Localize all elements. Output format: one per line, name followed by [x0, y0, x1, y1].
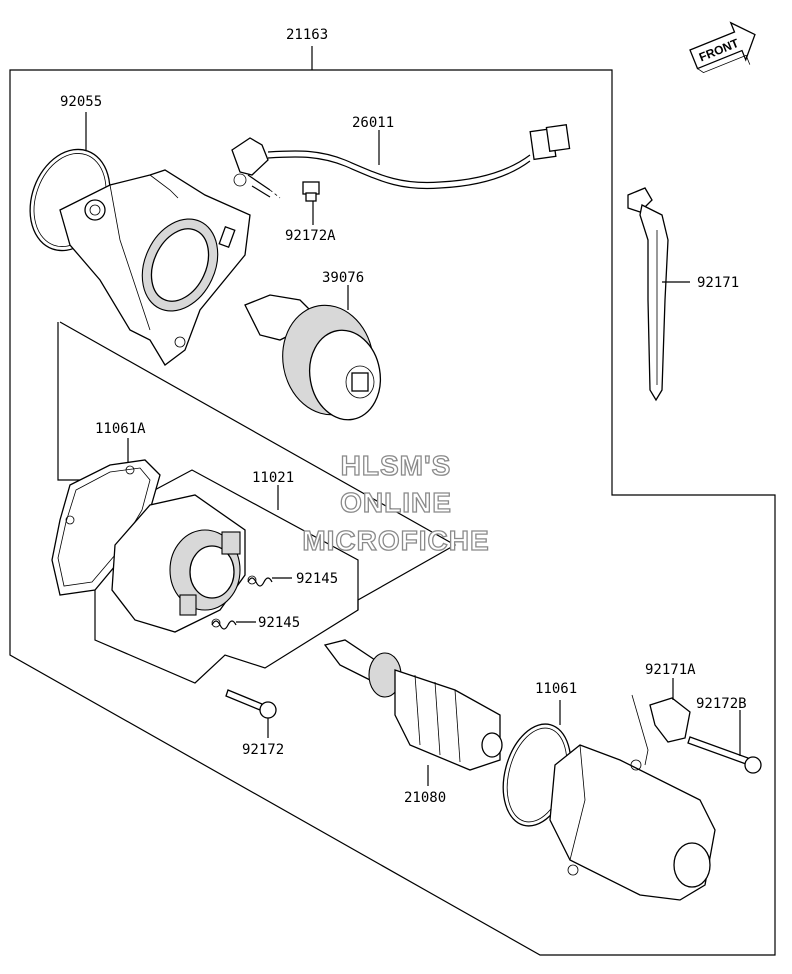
label-92172a: 92172A	[285, 228, 336, 244]
label-92172b: 92172B	[696, 696, 747, 712]
label-21080: 21080	[404, 790, 446, 806]
label-39076: 39076	[322, 270, 364, 286]
label-92145-2: 92145	[258, 615, 300, 631]
label-26011: 26011	[352, 115, 394, 131]
motor-yoke	[549, 744, 716, 901]
lead-26011	[231, 123, 571, 190]
watermark: HLSM'S ONLINE MICROFICHE	[302, 449, 490, 556]
watermark-line-2: ONLINE	[340, 487, 452, 518]
label-92145-1: 92145	[296, 571, 338, 587]
label-92055: 92055	[60, 94, 102, 110]
bolt-92172b	[687, 736, 762, 774]
bolt-92172a	[247, 174, 320, 202]
holder-11021	[111, 494, 246, 633]
label-21163: 21163	[286, 27, 328, 43]
bolt-92172	[225, 689, 277, 719]
clamp-92171	[627, 187, 669, 402]
clutch-39076	[244, 294, 381, 421]
clamp-92171a	[631, 694, 691, 766]
front-arrow: FRONT	[689, 21, 756, 74]
label-11061a: 11061A	[95, 421, 146, 437]
watermark-line-3: MICROFICHE	[302, 525, 489, 556]
spring-92145-1	[247, 575, 273, 587]
label-92171a: 92171A	[645, 662, 696, 678]
watermark-line-1: HLSM'S	[341, 450, 452, 481]
assembly-boundary	[9, 69, 776, 956]
label-11021: 11021	[252, 470, 294, 486]
armature-21080	[323, 639, 503, 771]
label-92172: 92172	[242, 742, 284, 758]
spring-92145-2	[211, 618, 237, 630]
label-11061: 11061	[535, 681, 577, 697]
label-92171: 92171	[697, 275, 739, 291]
front-cover	[59, 169, 251, 366]
